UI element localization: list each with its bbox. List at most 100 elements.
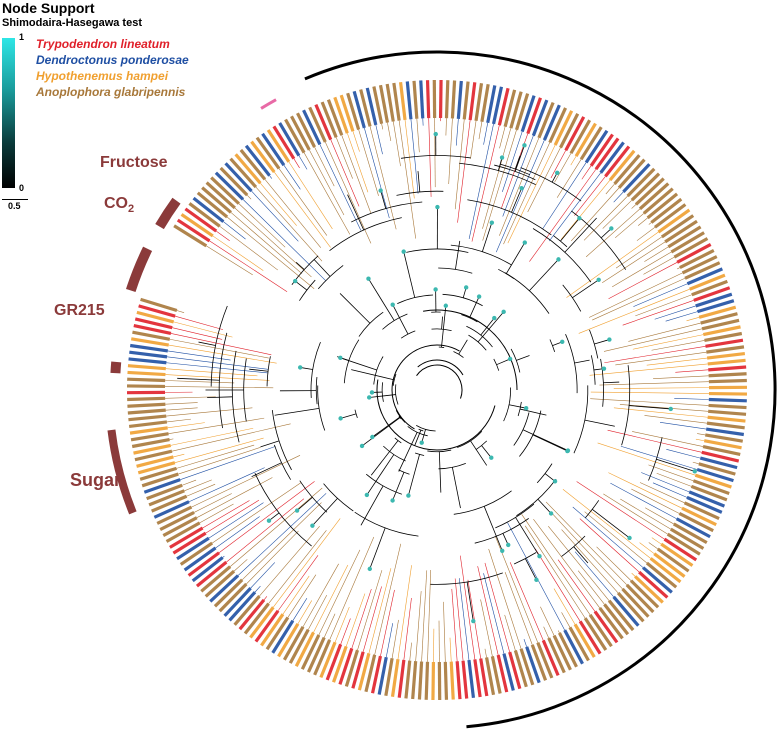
tree-branch <box>451 467 461 509</box>
tip-branch <box>521 514 591 616</box>
outer-clade-arc <box>304 50 777 729</box>
tip-label <box>622 163 651 193</box>
tip-label <box>136 455 174 468</box>
tip-branch <box>269 175 273 179</box>
tip-label <box>638 182 670 211</box>
tip-label <box>502 653 515 691</box>
tip-label <box>132 330 171 341</box>
tree-arc <box>218 332 228 429</box>
tip-branch <box>186 483 216 497</box>
tree-branch <box>312 498 338 526</box>
tip-branch <box>263 596 268 601</box>
tip-label <box>130 337 169 347</box>
tree-arc <box>381 382 384 402</box>
clade-bar-sugar <box>107 429 137 515</box>
tip-branch <box>584 511 648 564</box>
tip-branch <box>319 144 362 231</box>
support-node <box>292 278 298 284</box>
species-legend: Trypodendron lineatum Dendroctonus ponde… <box>36 36 189 100</box>
tip-branch <box>454 119 465 210</box>
tip-label <box>675 517 711 539</box>
tip-branch <box>255 186 323 262</box>
tip-label <box>218 582 248 613</box>
tip-branch <box>169 438 174 440</box>
tip-label <box>508 651 522 690</box>
tip-branch <box>230 212 303 274</box>
tree-arc <box>392 374 397 386</box>
tree-arc <box>503 387 511 422</box>
tip-label <box>228 591 257 622</box>
support-node <box>492 315 497 321</box>
support-node <box>476 294 482 299</box>
tip-branch <box>341 135 372 214</box>
support-node <box>489 220 495 225</box>
tip-branch <box>502 131 523 192</box>
tree-branch <box>592 508 630 539</box>
tip-branch <box>607 429 702 453</box>
support-node <box>565 448 570 454</box>
tip-label <box>588 613 613 648</box>
tree-arc <box>494 164 536 181</box>
tip-label <box>425 80 431 119</box>
tip-label <box>547 637 566 674</box>
tree-branch <box>470 440 488 466</box>
tip-label <box>688 490 726 508</box>
tip-branch <box>233 559 248 572</box>
support-node <box>370 434 375 440</box>
tree-arc <box>600 358 604 407</box>
tip-label <box>480 83 490 122</box>
tip-label <box>626 167 656 198</box>
tip-label <box>183 546 217 572</box>
tip-label <box>579 126 603 161</box>
tip-label <box>638 570 669 599</box>
tip-label <box>589 133 614 167</box>
tip-label <box>525 646 541 684</box>
tree-arc <box>395 384 399 405</box>
tip-label <box>250 140 276 174</box>
tip-label <box>700 312 738 325</box>
tree-branch <box>532 434 568 452</box>
tip-label <box>702 325 741 337</box>
support-node <box>366 276 371 281</box>
tip-label <box>653 552 686 578</box>
tip-label <box>708 397 747 403</box>
tree-branch <box>249 368 269 372</box>
tip-branch <box>560 179 611 240</box>
tip-branch <box>641 472 690 493</box>
tip-branch <box>347 133 369 193</box>
tip-branch <box>178 447 261 475</box>
tip-label <box>188 202 221 228</box>
tip-branch <box>458 578 470 661</box>
tip-branch <box>674 397 709 400</box>
tip-label <box>656 547 690 573</box>
tip-branch <box>615 351 707 366</box>
tip-branch <box>302 563 339 627</box>
tree-arc <box>299 480 328 513</box>
tree-branch <box>313 259 331 277</box>
tip-branch <box>695 438 705 442</box>
tip-label <box>660 542 694 567</box>
tip-branch <box>184 479 212 492</box>
tree-arc <box>418 428 424 432</box>
tip-branch <box>604 345 706 364</box>
tip-label <box>691 279 728 297</box>
tip-label <box>372 86 384 125</box>
tip-branch <box>404 119 415 199</box>
tip-label <box>584 129 609 164</box>
tip-label <box>244 144 271 177</box>
tip-branch <box>169 338 269 359</box>
tip-label <box>417 661 424 700</box>
tip-branch <box>619 404 709 412</box>
tip-label <box>491 86 504 125</box>
tip-branch <box>246 194 252 200</box>
tip-label <box>390 658 400 698</box>
tip-label <box>377 656 388 695</box>
tree-arc <box>517 401 522 417</box>
tree-branch <box>516 355 530 361</box>
tree-branch <box>351 369 395 381</box>
tree-arc <box>516 478 557 517</box>
tip-branch <box>277 555 319 611</box>
tip-label <box>557 632 578 668</box>
tip-label <box>332 645 348 683</box>
tip-label <box>537 101 555 139</box>
